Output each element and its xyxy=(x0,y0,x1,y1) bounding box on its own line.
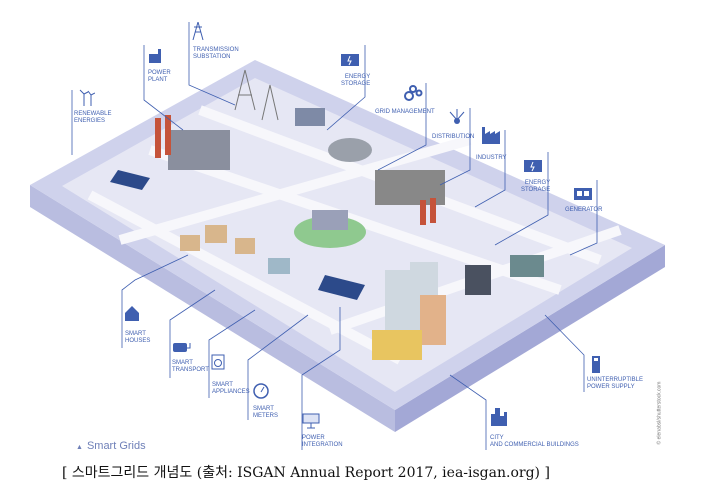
power-plant-icon xyxy=(149,49,161,63)
label-city-commercial-buildings: CITY AND COMMERCIAL BUILDINGS xyxy=(490,435,579,448)
factory-icon xyxy=(482,127,500,144)
washing-machine-icon xyxy=(211,354,225,370)
solar-panels xyxy=(110,170,365,300)
ups-icon xyxy=(592,356,600,373)
watermark: © elenabsl/shutterstock.com xyxy=(656,381,663,445)
label-generator: GENERATOR xyxy=(565,207,603,213)
label-smart-appliances: SMART APPLIANCES xyxy=(212,382,250,395)
substation xyxy=(234,69,279,121)
label-grid-management: GRID MANAGEMENT xyxy=(375,109,435,115)
label-industry: INDUSTRY xyxy=(476,155,507,161)
city-buildings-icon xyxy=(491,408,507,426)
label-power-integration: POWER INTEGRATION xyxy=(302,435,343,448)
diagram-title-text: Smart Grids xyxy=(86,440,146,452)
gears-icon xyxy=(404,85,423,101)
label-smart-meters: SMART METERS xyxy=(253,406,279,419)
label-renewable-energies: RENEWABLE ENERGIES xyxy=(74,111,112,124)
house-icon xyxy=(125,306,139,321)
houses xyxy=(180,225,290,274)
distribution-icon xyxy=(449,109,465,124)
diagram-title: ▲Smart Grids xyxy=(76,440,146,452)
figure-caption: [ 스마트그리드 개념도 (출처: ISGAN Annual Report 20… xyxy=(62,465,550,481)
label-distribution: DISTRIBUTION xyxy=(432,134,475,140)
label-energy-storage-2: ENERGY STORAGE xyxy=(521,180,551,193)
industry xyxy=(328,138,445,225)
battery-icon xyxy=(524,160,542,172)
label-smart-transport: SMART TRANSPORT xyxy=(172,360,209,373)
city-buildings xyxy=(372,262,446,360)
label-transmission-substation: TRANSMISSION SUBSTATION xyxy=(193,47,239,60)
electric-car-icon xyxy=(173,343,191,352)
label-power-plant: POWER PLANT xyxy=(148,70,171,83)
generator-icon xyxy=(574,188,592,200)
battery xyxy=(295,108,325,126)
power-plant xyxy=(155,115,230,170)
battery-icon xyxy=(341,54,359,66)
solar-panel-icon xyxy=(302,413,320,429)
label-ups: UNINTERRUPTIBLE POWER SUPPLY xyxy=(587,377,644,390)
wind-turbine-icon xyxy=(79,89,95,106)
transmission-tower-icon xyxy=(192,22,204,40)
label-energy-storage: ENERGY STORAGE xyxy=(341,74,371,87)
leader-lines xyxy=(71,22,598,450)
generators xyxy=(465,255,544,295)
meter-icon xyxy=(253,383,269,399)
label-smart-houses: SMART HOUSES xyxy=(125,331,151,344)
triangle-icon: ▲ xyxy=(76,444,83,451)
